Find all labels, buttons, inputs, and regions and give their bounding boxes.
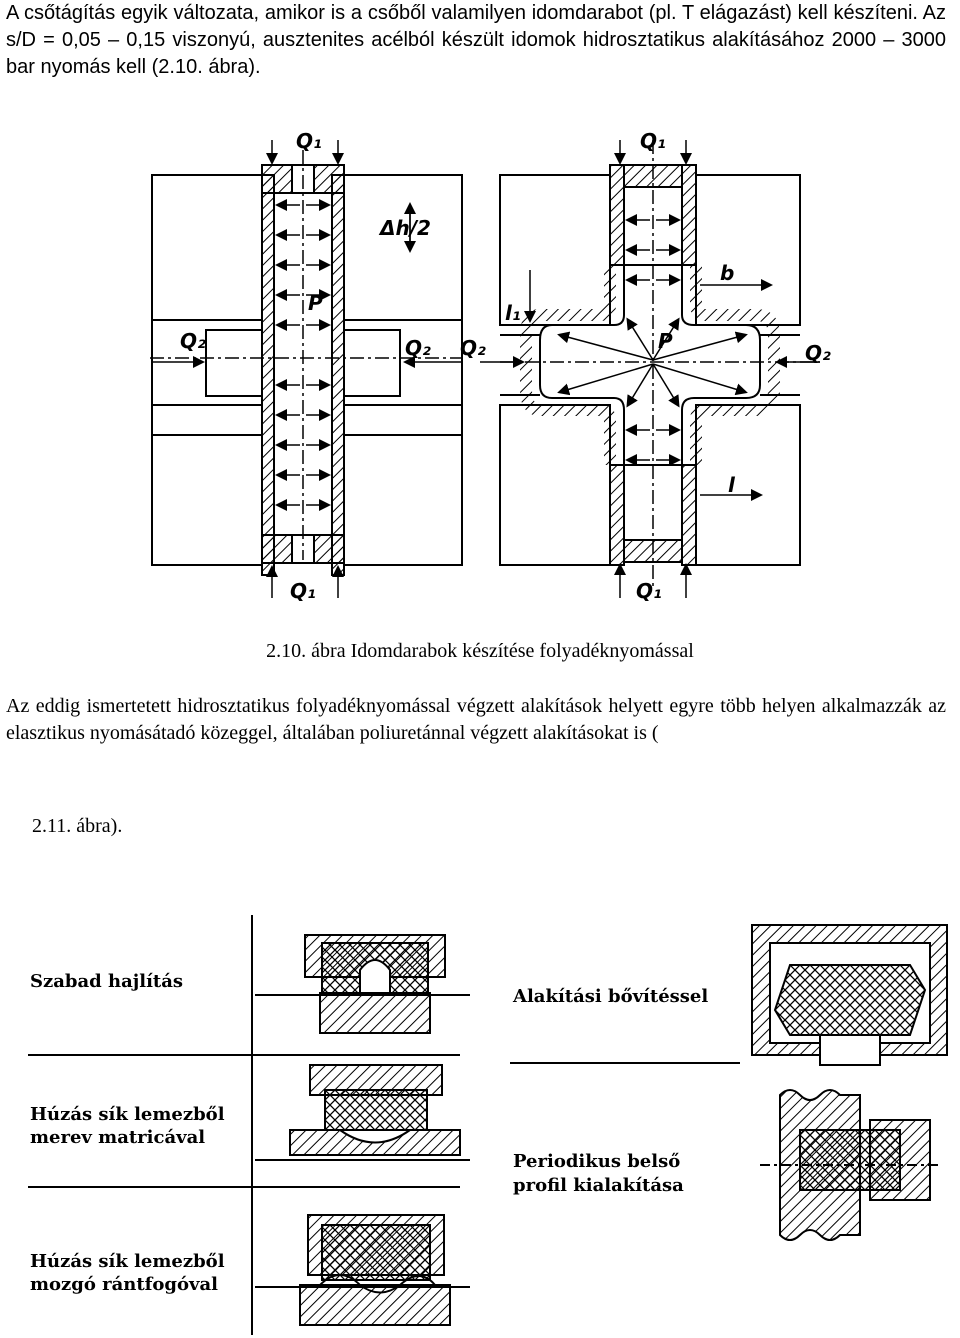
label-moving-2: mozgó rántfogóval <box>30 1274 218 1295</box>
label-q1-top-right: Q₁ <box>640 129 666 153</box>
figure-2-10-caption: 2.10. ábra Idomdarabok készítése folyadé… <box>266 640 694 662</box>
label-p-right: P <box>658 329 673 353</box>
label-p-left: P <box>308 291 323 315</box>
right-pressure-arrows <box>480 140 820 598</box>
moving-holder-diagram <box>255 1214 470 1326</box>
label-b: b <box>720 261 734 285</box>
label-q2-right-b: Q₂ <box>805 341 831 365</box>
label-l: l <box>728 473 736 497</box>
free-bending-diagram <box>255 934 470 1034</box>
label-q1-bottom-left: Q₁ <box>290 579 316 603</box>
label-expansion: Alakítási bővítéssel <box>512 986 708 1007</box>
figure-2-10: Q₁ Q₁ Q₂ Q₂ P Δh/2 <box>150 129 831 603</box>
left-pressure-arrows <box>150 140 462 598</box>
figure-2-11: Szabad hajlítás Húzás sík lemezből merev… <box>28 915 948 1335</box>
label-moving-1: Húzás sík lemezből <box>30 1251 225 1272</box>
label-rigid-die-1: Húzás sík lemezből <box>30 1104 225 1125</box>
label-q1-bottom-right: Q₁ <box>636 579 662 603</box>
label-free-bending: Szabad hajlítás <box>30 971 183 992</box>
body-paragraph: Az eddig ismertetett hidrosztatikus foly… <box>6 695 946 744</box>
label-periodic-1: Periodikus belső <box>513 1151 680 1172</box>
label-periodic-2: profil kialakítása <box>513 1175 684 1196</box>
periodic-profile-diagram <box>760 1089 940 1241</box>
intro-paragraph: A csőtágítás egyik változata, amikor is … <box>6 2 946 78</box>
label-q1-top-left: Q₁ <box>296 129 322 153</box>
label-rigid-die-2: merev matricával <box>30 1127 205 1148</box>
label-l1: l₁ <box>505 301 521 325</box>
label-dh: Δh/2 <box>378 216 431 240</box>
body-paragraph-end: 2.11. ábra). <box>32 815 122 838</box>
label-q2-left-b: Q₂ <box>405 336 431 360</box>
label-q2-right-a: Q₂ <box>460 336 486 360</box>
figure-ref: 2.11. ábra). <box>32 815 123 837</box>
rigid-die-diagram <box>255 1064 470 1161</box>
expansion-diagram <box>751 924 948 1066</box>
label-q2-left-a: Q₂ <box>180 329 206 353</box>
